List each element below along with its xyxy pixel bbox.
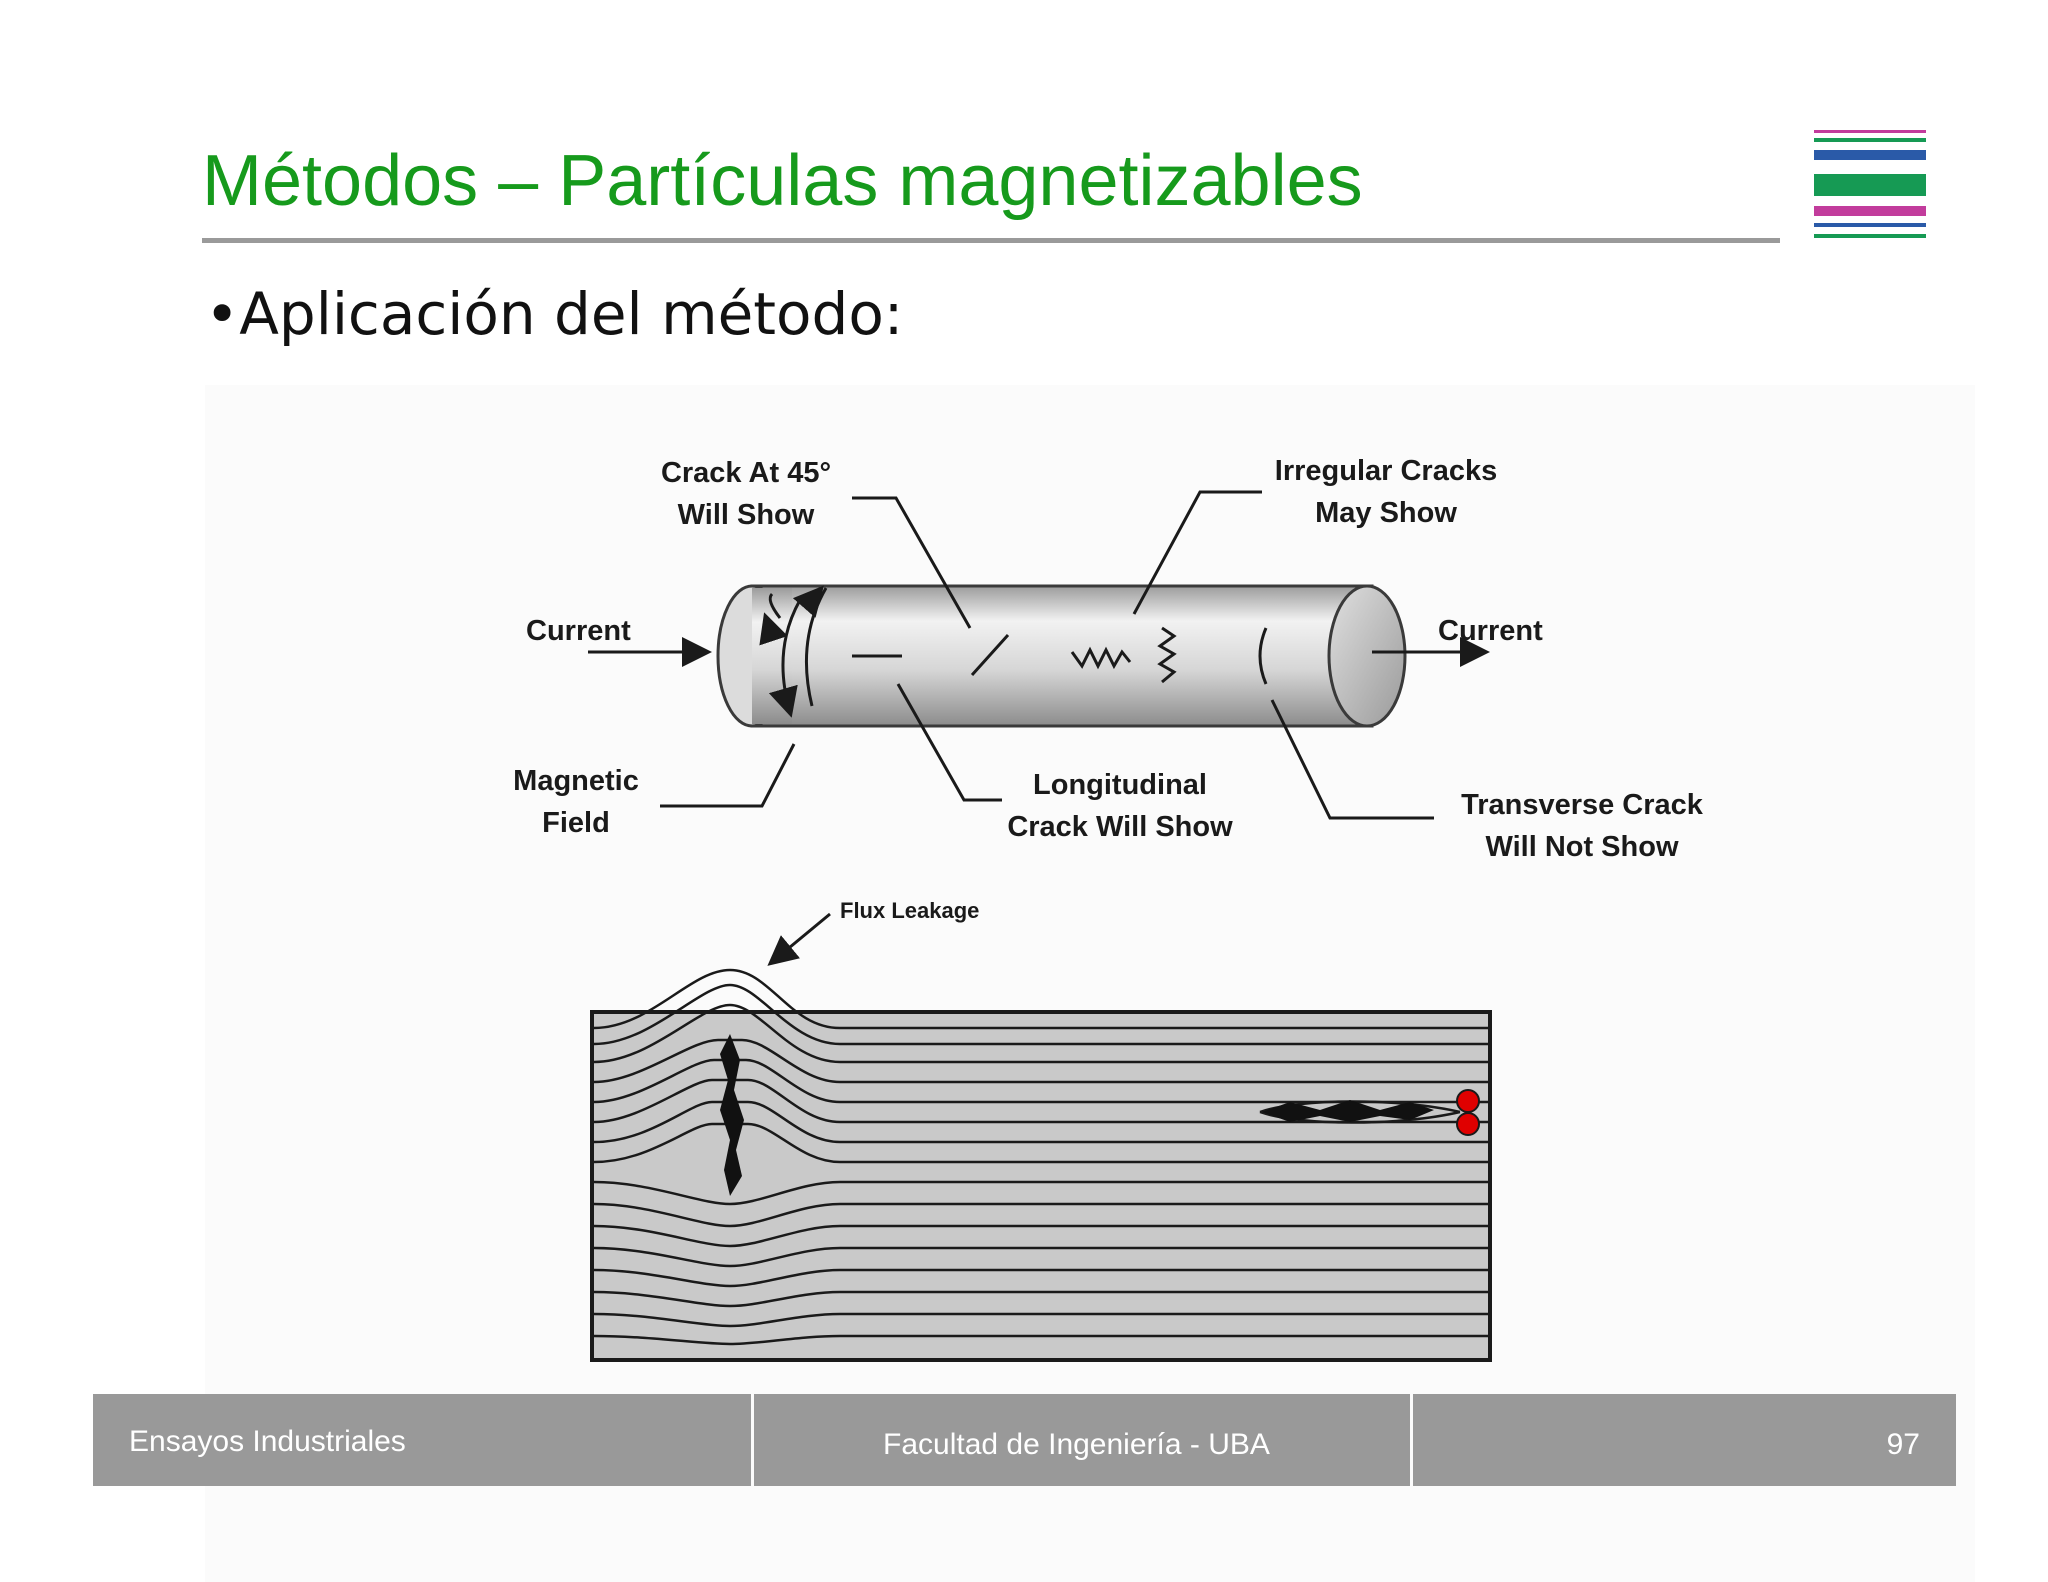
label-current-right: Current <box>1438 615 1543 647</box>
label-transverse-line1: Transverse Crack <box>1461 789 1704 821</box>
label-magnetic-line2: Field <box>542 807 610 839</box>
flux-block <box>590 1010 1492 1362</box>
label-longitudinal-line2: Crack Will Show <box>1007 811 1233 843</box>
leader-lines <box>660 490 1434 820</box>
label-irregular-line2: May Show <box>1315 497 1457 529</box>
flux-leakage-arrow <box>767 912 831 966</box>
crack-marks <box>852 626 1268 685</box>
footer-institution: Facultad de Ingeniería - UBA <box>883 1428 1270 1461</box>
label-crack-45-line1: Crack At 45° <box>661 457 831 489</box>
magnetic-particle-diagram: Crack At 45° Will Show Irregular Cracks … <box>513 455 1704 1362</box>
vertical-crack <box>720 1034 744 1196</box>
footer-left-panel: Ensayos Industriales <box>93 1394 751 1486</box>
label-magnetic-line1: Magnetic <box>513 765 639 797</box>
slide-title: Métodos – Partículas magnetizables <box>202 141 1363 221</box>
horizontal-crack <box>1262 1100 1434 1122</box>
footer-center-panel: Facultad de Ingeniería - UBA <box>754 1394 1410 1486</box>
footer-right-panel: 97 <box>1413 1394 1956 1486</box>
label-longitudinal-line1: Longitudinal <box>1033 769 1207 801</box>
red-marker-bottom <box>1456 1112 1480 1136</box>
footer-course-title: Ensayos Industriales <box>129 1425 406 1458</box>
magnetic-field-arrows <box>759 585 828 718</box>
label-transverse-line2: Will Not Show <box>1485 831 1678 863</box>
bullet-text: •Aplicación del método: <box>205 280 904 348</box>
label-crack-45-line2: Will Show <box>678 499 815 531</box>
label-current-left: Current <box>526 615 631 647</box>
title-underline <box>202 238 1780 243</box>
cylinder-bar <box>716 584 1407 728</box>
label-irregular-line1: Irregular Cracks <box>1275 455 1497 487</box>
page-number: 97 <box>1886 1428 1920 1461</box>
striped-logo <box>1814 130 1926 238</box>
label-flux-leakage: Flux Leakage <box>840 898 979 923</box>
red-marker-top <box>1456 1089 1480 1113</box>
